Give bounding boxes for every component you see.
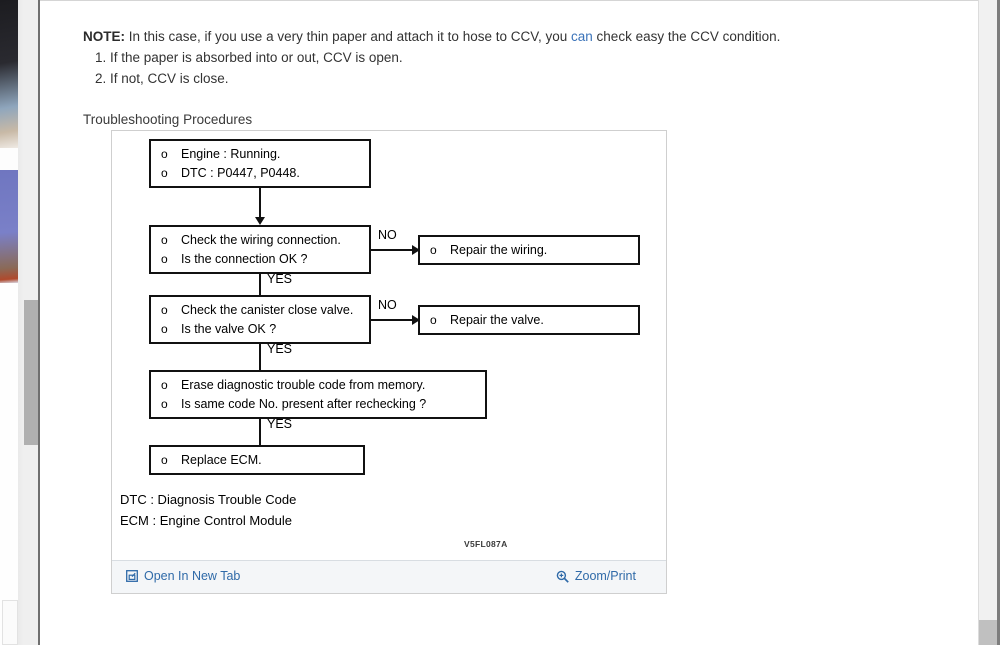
note-paragraph: NOTE: In this case, if you use a very th… (83, 26, 883, 47)
flow-node-replace-ecm-text-1: Replace ECM. (181, 453, 262, 467)
flow-node-check-valve-line-2: o Is the valve OK ? (151, 320, 369, 339)
connector-check-wiring-to-repair-wiring (371, 249, 414, 251)
background-footer-card (2, 600, 18, 645)
note-text-before: In this case, if you use a very thin pap… (125, 29, 572, 44)
open-in-new-tab-label: Open In New Tab (144, 569, 241, 583)
background-gap (0, 148, 18, 170)
flow-node-check-wiring: o Check the wiring connection. o Is the co… (149, 225, 371, 274)
arrow-right-icon (412, 245, 420, 255)
external-link-icon (126, 570, 138, 582)
flow-node-erase-dtc-text-2: Is same code No. present after recheckin… (181, 397, 427, 411)
flow-node-check-valve-line-1: o Check the canister close valve. (151, 301, 369, 320)
magnifier-plus-icon (556, 570, 569, 583)
flow-node-repair-wiring-line-1: o Repair the wiring. (420, 241, 638, 260)
connector-check-wiring-to-check-valve (259, 274, 261, 312)
edge-label-no-wiring: NO (378, 228, 397, 242)
edge-label-yes-valve: YES (267, 342, 293, 356)
flow-node-start-text-1: Engine : Running. (181, 147, 281, 161)
bullet-icon: o (161, 147, 168, 161)
background-thumbnail-bottom (0, 170, 18, 283)
open-in-new-tab-button[interactable]: Open In New Tab (126, 569, 240, 583)
bullet-icon: o (430, 313, 437, 327)
flow-node-repair-wiring: o Repair the wiring. (418, 235, 640, 265)
edge-label-yes-erase: YES (267, 417, 293, 431)
bullet-icon: o (161, 252, 168, 266)
background-blank-area (0, 283, 18, 645)
edge-label-no-valve: NO (378, 298, 397, 312)
flow-node-start-text-2: DTC : P0447, P0448. (181, 166, 300, 180)
legend-line-ecm: ECM : Engine Control Module (120, 513, 292, 528)
flow-node-replace-ecm: o Replace ECM. (149, 445, 365, 475)
arrow-right-icon (412, 315, 420, 325)
bullet-icon: o (161, 378, 168, 392)
section-title: Troubleshooting Procedures (83, 112, 253, 127)
bullet-icon: o (430, 243, 437, 257)
flow-node-repair-valve-line-1: o Repair the valve. (420, 311, 638, 330)
note-label: NOTE: (83, 29, 125, 44)
note-text-after: check easy the CCV condition. (592, 29, 781, 44)
connector-start-to-check-wiring (259, 188, 261, 221)
bullet-icon: o (161, 453, 168, 467)
bullet-icon: o (161, 322, 168, 336)
background-thumbnail-top (0, 0, 18, 148)
flow-node-start-line-2: o DTC : P0447, P0448. (151, 164, 369, 183)
zoom-print-label: Zoom/Print (574, 569, 636, 583)
flow-node-repair-wiring-text-1: Repair the wiring. (450, 243, 548, 257)
left-scrollbar-thumb[interactable] (24, 300, 38, 445)
bullet-icon: o (161, 166, 168, 180)
connector-erase-dtc-to-replace-ecm (259, 419, 261, 457)
flow-node-check-valve-text-1: Check the canister close valve. (181, 303, 354, 317)
connector-check-valve-to-erase-dtc (259, 344, 261, 382)
note-list-item-1: 1. If the paper is absorbed into or out,… (95, 50, 403, 65)
background-window-strip (0, 0, 18, 645)
flow-node-repair-valve: o Repair the valve. (418, 305, 640, 335)
bullet-icon: o (161, 233, 168, 247)
flow-node-check-valve: o Check the canister close valve. o Is the… (149, 295, 371, 344)
flow-node-check-wiring-line-2: o Is the connection OK ? (151, 250, 369, 269)
document-content: NOTE: In this case, if you use a very th… (83, 26, 883, 129)
flow-node-replace-ecm-line-1: o Replace ECM. (151, 451, 363, 470)
flow-node-erase-dtc-line-1: o Erase diagnostic trouble code from memo… (151, 376, 485, 395)
note-inline-link[interactable]: can (571, 29, 593, 44)
flow-node-repair-valve-text-1: Repair the valve. (450, 313, 544, 327)
flow-node-erase-dtc-text-1: Erase diagnostic trouble code from memor… (181, 378, 426, 392)
arrow-down-icon (255, 217, 265, 225)
bullet-icon: o (161, 303, 168, 317)
flow-node-erase-dtc-line-2: o Is same code No. present after rechecki… (151, 395, 485, 414)
flow-node-check-wiring-text-2: Is the connection OK ? (181, 252, 308, 266)
flow-node-check-wiring-text-1: Check the wiring connection. (181, 233, 341, 247)
flow-node-check-wiring-line-1: o Check the wiring connection. (151, 231, 369, 250)
document-top-border (40, 0, 978, 1)
figure-toolbar: Open In New Tab Zoom/Print (112, 560, 666, 593)
zoom-print-button[interactable]: Zoom/Print (556, 569, 636, 583)
flow-node-erase-dtc: o Erase diagnostic trouble code from memo… (149, 370, 487, 419)
flow-node-start-line-1: o Engine : Running. (151, 145, 369, 164)
window-edge-right (997, 0, 1000, 645)
figure-code: V5FL087A (464, 539, 508, 549)
edge-label-yes-wiring: YES (267, 272, 293, 286)
connector-check-valve-to-repair-valve (371, 319, 414, 321)
right-gutter (978, 0, 1000, 645)
right-scrollbar-thumb[interactable] (979, 620, 998, 645)
flow-node-check-valve-text-2: Is the valve OK ? (181, 322, 277, 336)
document-pane: NOTE: In this case, if you use a very th… (40, 0, 978, 645)
pane-divider-left (38, 0, 40, 645)
bullet-icon: o (161, 397, 168, 411)
legend-line-dtc: DTC : Diagnosis Trouble Code (120, 492, 297, 507)
note-list-item-2: 2. If not, CCV is close. (95, 71, 229, 86)
